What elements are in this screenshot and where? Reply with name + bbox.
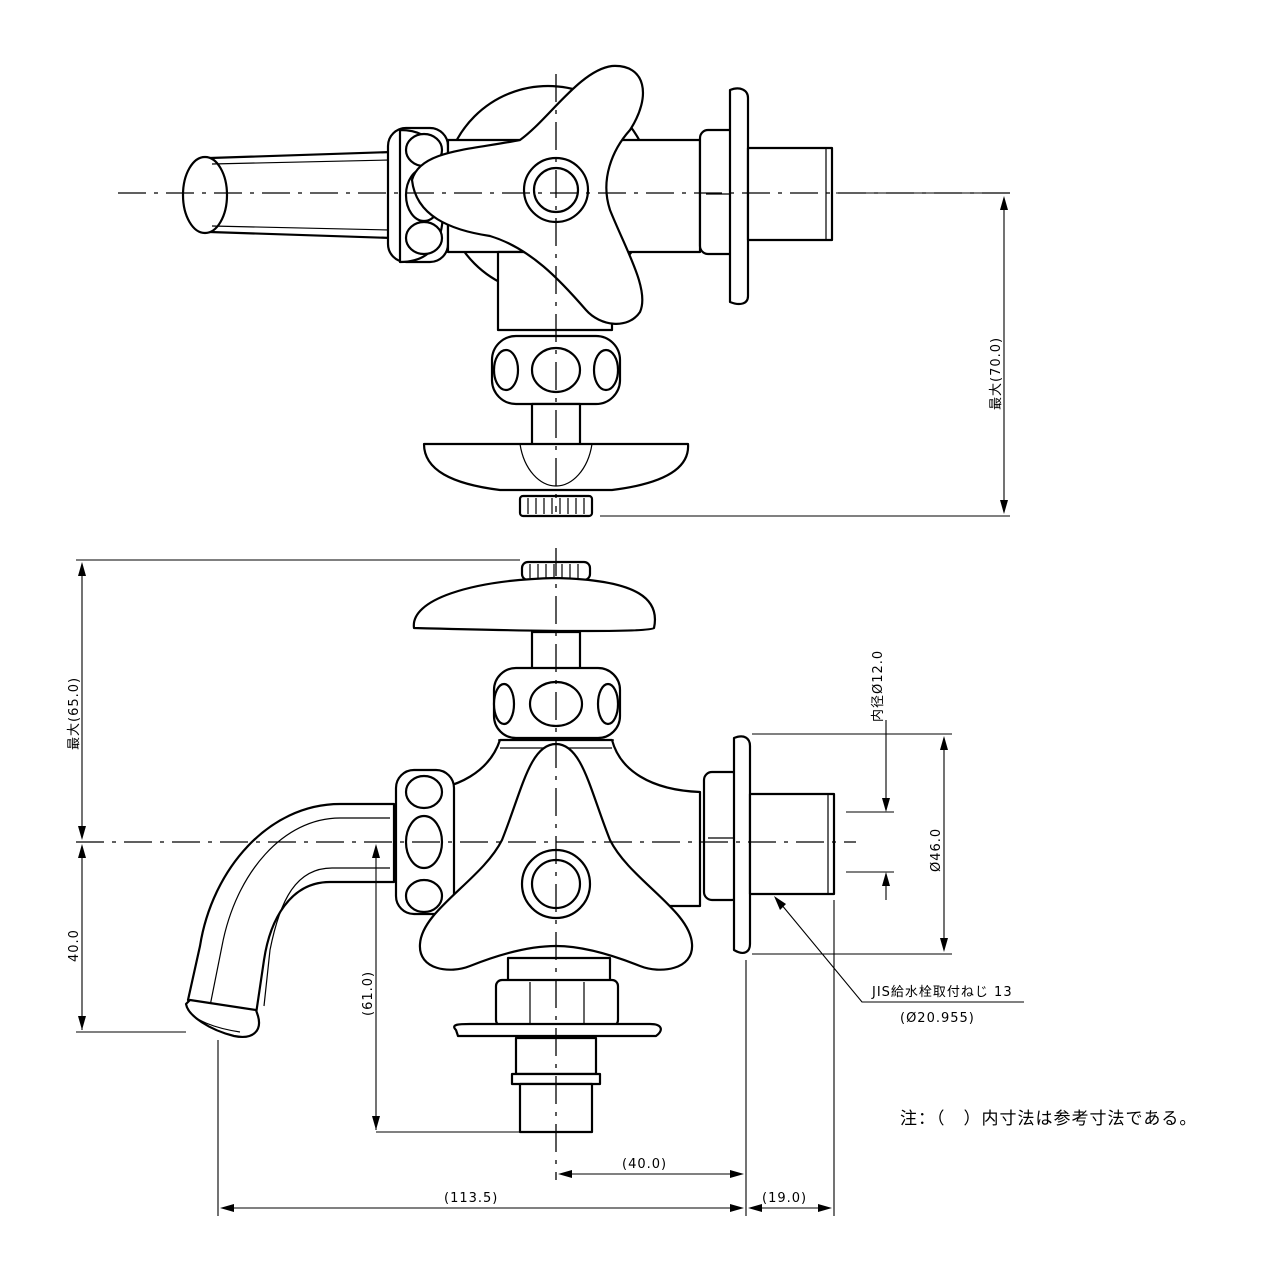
front-bottom-fittings — [453, 956, 662, 1134]
reference-note: 注：（ ）内寸法は参考寸法である。 — [900, 1109, 1197, 1129]
front-bonnet-nut — [492, 666, 622, 740]
top-spout-pipe — [181, 150, 394, 240]
top-knurl-lines — [527, 498, 585, 514]
dim-spout-depth: (61.0) — [361, 971, 376, 1016]
dim-spout-drop: 40.0 — [67, 929, 82, 962]
dim-inner-diameter: 内径Ø12.0 — [870, 650, 886, 722]
dim-overall-length: (113.5) — [444, 1191, 498, 1206]
dim-thread-length: (19.0) — [762, 1191, 807, 1206]
top-outlet-fitting — [698, 87, 834, 306]
thread-callout-diameter: (Ø20.955) — [900, 1011, 975, 1026]
top-height-dimension — [600, 192, 1010, 517]
front-dimensions — [76, 559, 1024, 1216]
front-view — [76, 548, 856, 1180]
front-spout — [184, 802, 396, 1038]
dim-center-to-flange: (40.0) — [622, 1157, 667, 1172]
dim-top-height: 最大(70.0) — [989, 337, 1004, 410]
thread-callout-label: JIS給水栓取付ねじ 13 — [871, 985, 1013, 1000]
front-cap-handle — [412, 576, 657, 633]
dim-front-height: 最大(65.0) — [67, 677, 82, 750]
front-outlet-fitting — [702, 735, 836, 954]
dim-flange-diameter: Ø46.0 — [929, 828, 944, 872]
top-view: 最大(70.0) — [118, 64, 1010, 518]
